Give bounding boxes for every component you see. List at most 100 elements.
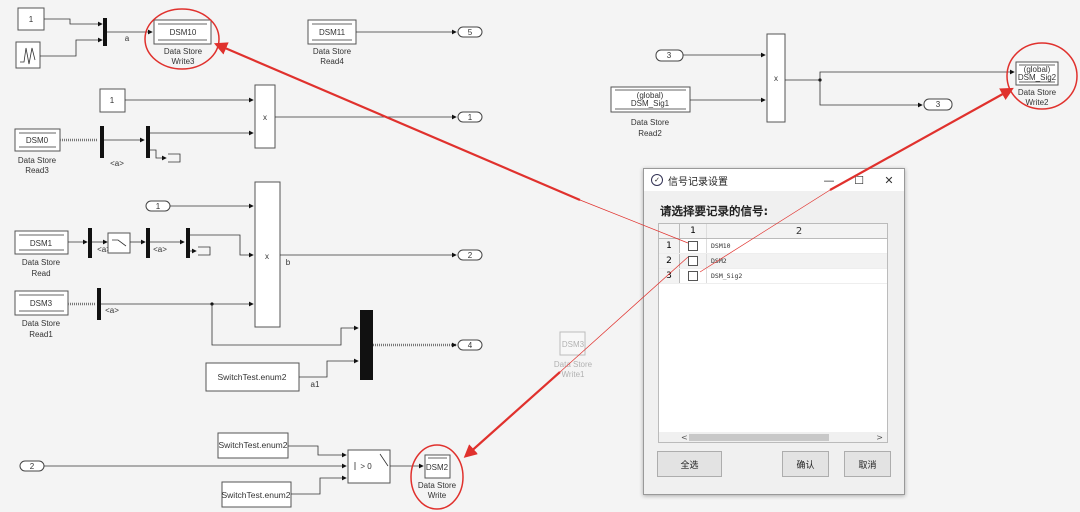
row-header: 3 [659,269,680,283]
minimize-button[interactable]: — [823,173,835,187]
demux-block[interactable] [186,228,190,258]
svg-text:1: 1 [468,113,473,122]
constant-block[interactable]: 1 [99,88,126,113]
dialog-title: 信号记录设置 [668,176,728,188]
select-all-button[interactable]: 全选 [657,451,722,477]
signal-checkbox[interactable] [688,241,698,251]
table-row[interactable]: 2 DSM2 [659,254,887,269]
svg-text:SwitchTest.enum2: SwitchTest.enum2 [218,372,287,382]
confirm-button[interactable]: 确认 [782,451,829,477]
svg-text:Data Store: Data Store [18,156,57,165]
scroll-left-arrow[interactable]: < [681,432,688,442]
svg-text:DSM_Sig1: DSM_Sig1 [631,99,670,108]
signal-name: DSM_Sig2 [711,272,743,280]
column-header[interactable]: 2 [795,225,803,237]
inport-3[interactable]: 3 [655,49,684,62]
svg-text:1: 1 [29,15,34,24]
svg-text:1: 1 [110,96,115,105]
outport-4[interactable]: 4 [457,339,483,351]
signal-generator-block[interactable] [15,41,41,69]
svg-text:2: 2 [30,462,35,471]
switch-block[interactable] [107,232,131,254]
svg-text:Read4: Read4 [320,57,344,66]
table-header: 1 2 [659,224,887,239]
horizontal-scrollbar[interactable]: < > [659,432,887,442]
cancel-button[interactable]: 取消 [844,451,891,477]
table-row[interactable]: 3 DSM_Sig2 [659,269,887,284]
outport-2[interactable]: 2 [457,249,483,261]
maximize-button[interactable]: ☐ [854,173,864,187]
svg-text:DSM10: DSM10 [170,28,197,37]
outport-1[interactable]: 1 [457,111,483,123]
signal-name: DSM2 [711,257,727,265]
svg-text:Write1: Write1 [562,370,586,379]
inport-1[interactable]: 1 [145,200,171,212]
mux-block[interactable] [103,18,107,46]
constant-block[interactable]: 1 [17,7,45,31]
svg-text:Data Store: Data Store [631,118,670,127]
bus-selector-block[interactable] [88,228,92,258]
enum-constant-block[interactable]: SwitchTest.enum2 [221,481,292,508]
product-block[interactable]: x [254,181,281,328]
svg-text:SwitchTest.enum2: SwitchTest.enum2 [219,440,288,450]
inport-2[interactable]: 2 [19,460,45,472]
svg-text:(global): (global) [637,91,664,100]
product-block[interactable]: x [254,84,276,149]
svg-text:DSM1: DSM1 [30,239,53,248]
demux-block[interactable] [146,126,150,158]
outport-5[interactable]: 5 [457,26,483,38]
signal-logging-dialog: ✓ 信号记录设置 — ☐ ✕ 请选择要记录的信号: 1 2 1 DSM10 2 … [643,168,905,495]
svg-text:Read1: Read1 [29,330,53,339]
svg-text:Write2: Write2 [1026,98,1050,107]
app-icon: ✓ [651,174,663,186]
svg-text:3: 3 [936,100,941,109]
signal-checkbox[interactable] [688,256,698,266]
close-button[interactable]: ✕ [884,173,894,187]
svg-text:1: 1 [156,202,161,211]
svg-text:3: 3 [667,51,672,60]
svg-text:Write3: Write3 [172,57,196,66]
svg-text:2: 2 [468,251,473,260]
svg-text:<a>: <a> [105,306,119,315]
enum-constant-block[interactable]: SwitchTest.enum2 [205,362,300,392]
svg-text:4: 4 [468,341,473,350]
outport-3[interactable]: 3 [923,98,953,111]
svg-text:a1: a1 [311,380,320,389]
table-row[interactable]: 1 DSM10 [659,239,887,254]
bus-selector-block[interactable] [146,228,150,258]
signal-checkbox[interactable] [688,271,698,281]
svg-text:x: x [265,252,269,261]
bus-selector-block[interactable] [97,288,101,320]
scroll-right-arrow[interactable]: > [876,432,883,442]
svg-text:DSM0: DSM0 [26,136,49,145]
svg-text:DSM11: DSM11 [319,28,346,37]
switch-block[interactable]: > 0 [347,449,391,484]
product-block[interactable]: x [766,33,786,123]
svg-text:Data Store: Data Store [313,47,352,56]
mux-block[interactable] [360,310,373,380]
svg-text:DSM3: DSM3 [562,340,585,349]
bus-selector-block[interactable] [100,126,104,158]
terminator-block[interactable] [198,246,211,256]
highlight-circle [1006,42,1078,110]
scrollbar-thumb[interactable] [689,433,829,441]
svg-text:b: b [286,258,291,267]
enum-constant-block[interactable]: SwitchTest.enum2 [217,432,289,459]
svg-text:Write: Write [428,491,447,500]
signal-table: 1 2 1 DSM10 2 DSM2 3 DSM_Sig2 < > [658,223,888,443]
column-header[interactable]: 1 [680,224,707,238]
svg-text:DSM_Sig2: DSM_Sig2 [1018,73,1057,82]
row-header: 1 [659,239,680,253]
highlight-circle [144,8,220,70]
terminator-block[interactable] [168,153,181,163]
signal-label: a [125,34,130,43]
